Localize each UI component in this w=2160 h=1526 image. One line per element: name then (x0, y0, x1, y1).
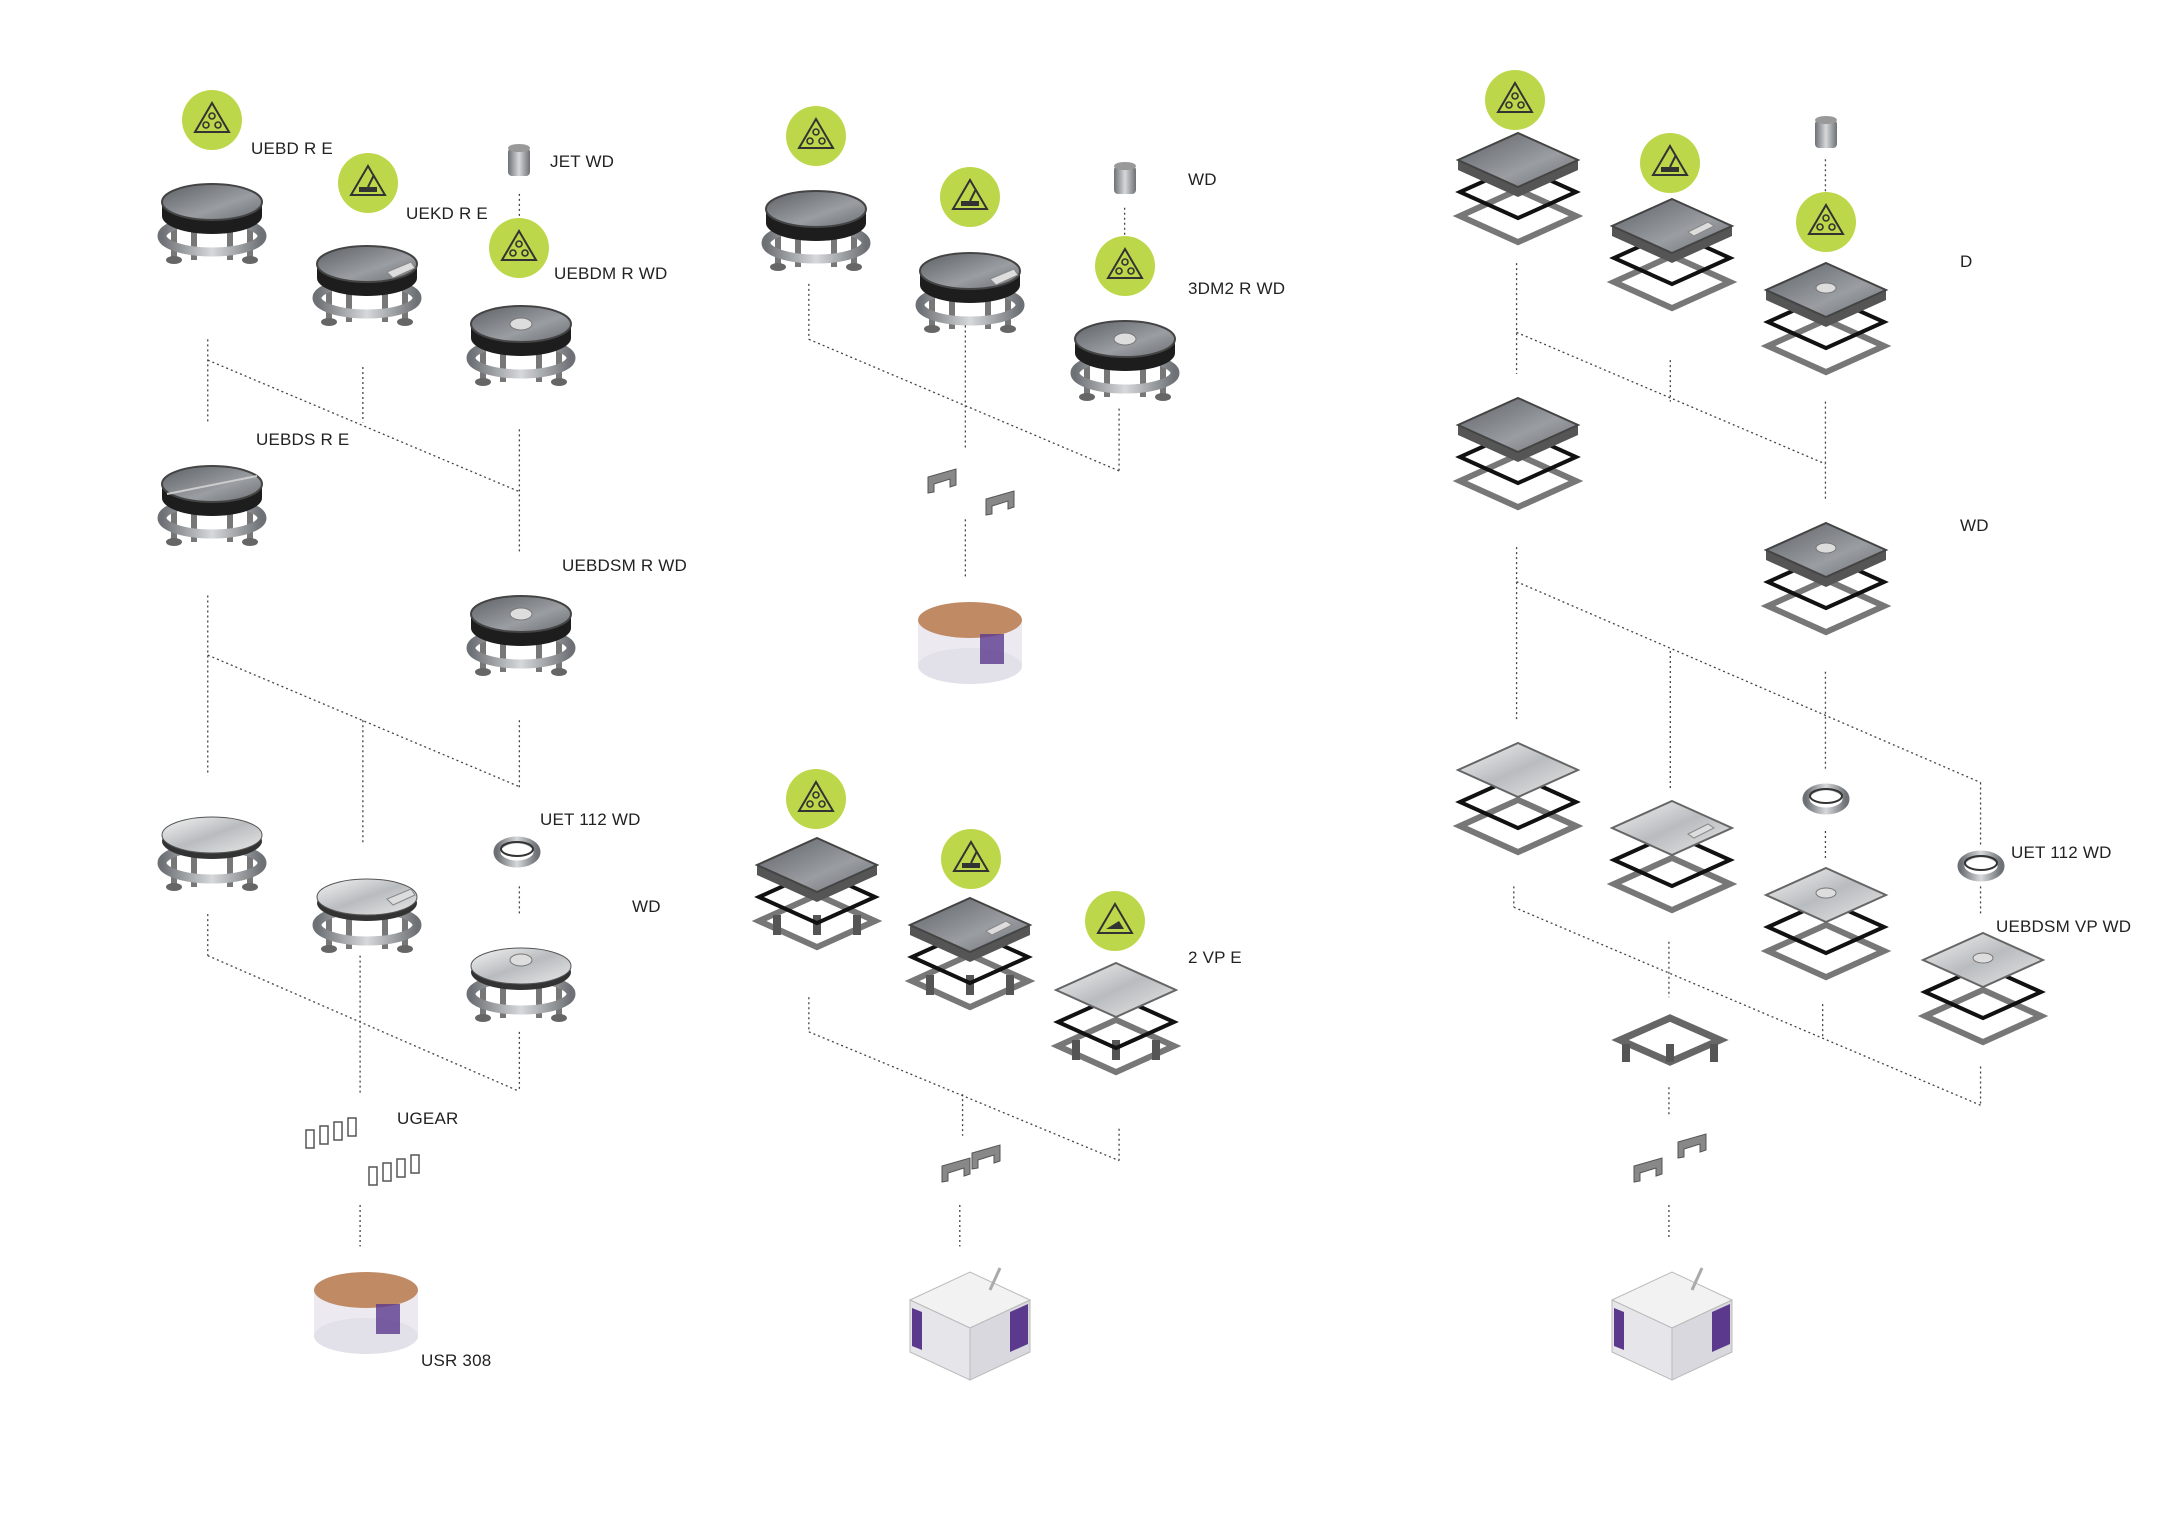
screed-trowel-warning-icon (1085, 891, 1145, 951)
label-uebdsm-vp-wd: UEBDSM VP WD (1996, 917, 2132, 936)
round-flat-flap-box (312, 878, 422, 953)
formwork-drum (314, 1272, 418, 1354)
uebd-round-box (157, 183, 267, 264)
square-floor-box (1760, 261, 1892, 376)
mounting-bracket (985, 490, 1015, 516)
square-flap-box-legs (904, 896, 1036, 1011)
cleaning-brush-warning-icon (940, 167, 1000, 227)
label-d: D (1960, 252, 1973, 271)
dotted-connector (808, 338, 1120, 472)
uebdsm-round-box (466, 595, 576, 676)
dotted-connector (1516, 581, 1981, 784)
round-flat-lid-box (157, 816, 267, 891)
label-uebd-r-e: UEBD R E (251, 139, 333, 158)
uebdsm-vp-box (1917, 931, 2049, 1046)
round-flap-box-col2 (915, 252, 1025, 333)
square-box-legs (751, 836, 883, 951)
square-flat-box (1452, 741, 1584, 856)
mounting-bracket (1633, 1157, 1663, 1183)
water-drops-warning-icon (1095, 236, 1155, 296)
square-knob-box (1760, 521, 1892, 636)
water-drops-warning-icon (1485, 70, 1545, 130)
label-wd-col2: WD (1188, 170, 1217, 189)
label-uekd-r-e: UEKD R E (406, 204, 488, 223)
mounting-bracket (927, 468, 957, 494)
label-wd: WD (632, 897, 661, 916)
formwork-box (1610, 1267, 1734, 1381)
bdm2-round-box (1070, 320, 1180, 401)
cleaning-brush-warning-icon (1640, 133, 1700, 193)
ugear-bracket-icon (305, 1117, 357, 1149)
mounting-bracket (941, 1157, 971, 1183)
mounting-bracket (1677, 1133, 1707, 1159)
dotted-connector (1516, 331, 1826, 465)
square-floor-box (1452, 131, 1584, 246)
formwork-drum (918, 602, 1022, 684)
label-vp-e: 2 VP E (1188, 948, 1242, 967)
dotted-connector (808, 1031, 1120, 1162)
label-ugear: UGEAR (397, 1109, 459, 1128)
square-flat-flap-box (1606, 799, 1738, 914)
label-uebds-r-e: UEBDS R E (256, 430, 350, 449)
vp-square-box (1050, 961, 1182, 1076)
connector-lines (207, 159, 1982, 1247)
cable-outlet-sleeve (1114, 162, 1136, 194)
dotted-connector (207, 654, 520, 788)
round-box-col2 (761, 190, 871, 271)
levelling-ring (1802, 783, 1850, 815)
cable-outlet-sleeve (508, 144, 530, 176)
formwork-box (908, 1267, 1032, 1381)
label-bdm2-r-wd: 3DM2 R WD (1188, 279, 1286, 298)
ugear-bracket-icon (368, 1154, 420, 1186)
mounting-bracket (971, 1144, 1001, 1170)
water-drops-warning-icon (489, 218, 549, 278)
label-uebdsm-r-wd: UEBDSM R WD (562, 556, 687, 575)
square-floor-box (1606, 197, 1738, 312)
uebds-round-box (157, 465, 267, 546)
water-drops-warning-icon (1796, 192, 1856, 252)
uekd-round-box (312, 245, 422, 326)
dotted-connector (207, 955, 520, 1092)
water-drops-warning-icon (786, 769, 846, 829)
levelling-ring (493, 836, 541, 868)
levelling-ring (1957, 850, 2005, 882)
square-seam-box (1452, 396, 1584, 511)
cable-outlet-sleeve (1815, 116, 1837, 148)
dotted-connector (1513, 906, 1981, 1106)
uebdm-round-box (466, 305, 576, 386)
label-wd-col3: WD (1960, 516, 1989, 535)
label-uet-112-wd: UET 112 WD (540, 810, 641, 829)
square-flat-knob-box (1760, 866, 1892, 981)
water-drops-warning-icon (182, 90, 242, 150)
levelling-frame (1611, 1014, 1729, 1066)
label-usr-308: USR 308 (421, 1351, 492, 1370)
label-uet-112-wd-col3: UET 112 WD (2011, 843, 2112, 862)
cleaning-brush-warning-icon (941, 829, 1001, 889)
label-uet-wd: JET WD (550, 152, 615, 171)
label-uebdm-r-wd: UEBDM R WD (554, 264, 668, 283)
cleaning-brush-warning-icon (338, 153, 398, 213)
round-flat-knob-box (466, 947, 576, 1022)
dotted-connector (207, 359, 520, 493)
water-drops-warning-icon (786, 106, 846, 166)
